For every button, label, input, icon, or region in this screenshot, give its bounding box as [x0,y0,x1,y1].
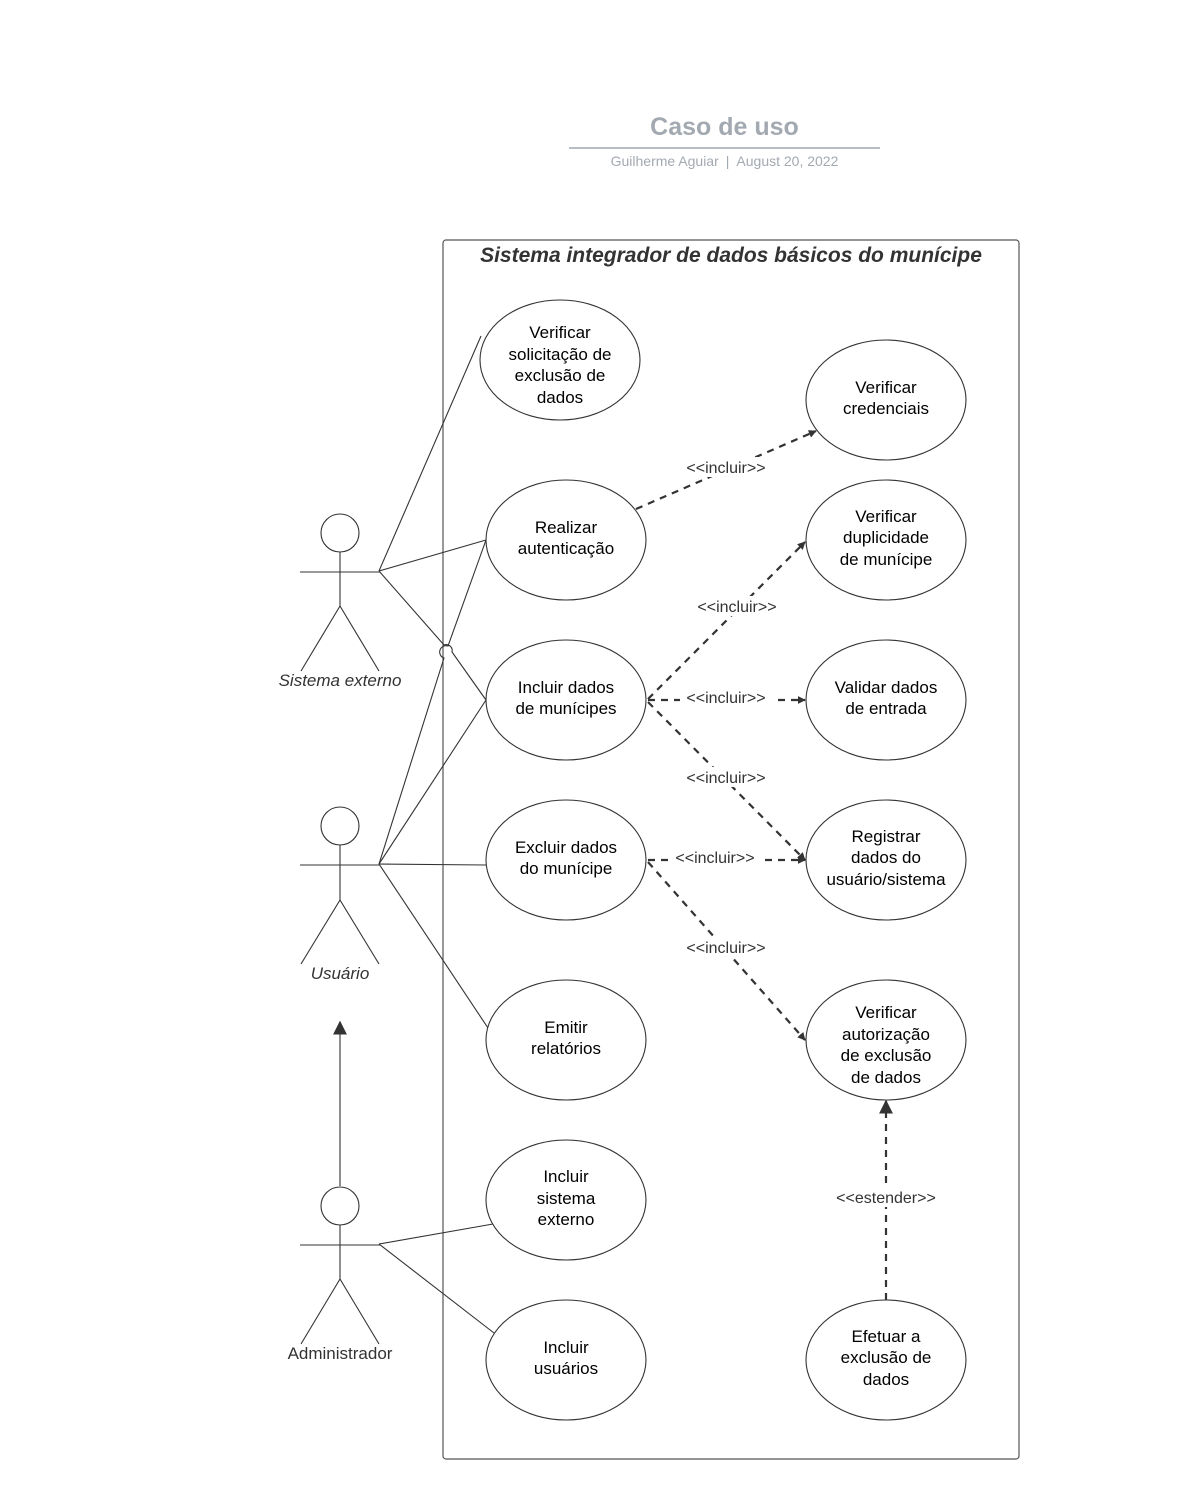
document-title: Caso de uso [650,113,799,141]
use-case-text: credenciais [843,399,929,418]
label-bg [680,767,772,787]
use-case-efetuar-exclusao[interactable]: Efetuar a exclusão de dados [805,1299,967,1421]
dep-incluir-registrar [647,701,806,861]
label-bg [680,938,772,958]
document-date: August 20, 2022 [736,153,839,169]
use-case-text: dados [863,1370,909,1389]
use-case-text: usuários [534,1359,598,1378]
use-case-text: de dados [851,1068,921,1087]
label-efetuar-autorizacao: <<estender>> [836,1190,936,1207]
use-case-text: Verificar [855,507,917,526]
use-case-validar-dados-entrada[interactable]: Validar dados de entrada [805,639,967,761]
use-case-verificar-credenciais[interactable]: Verificar credenciais [805,339,967,461]
label-bg [669,848,761,868]
label-excluir-registrar: <<incluir>> [675,850,754,867]
label-bg [680,688,772,708]
use-case-text: Efetuar a [852,1327,922,1346]
use-case-text: Realizar [535,518,598,537]
use-cases: Verificar solicitação de exclusão de dad… [479,299,967,1421]
use-case-text: Verificar [529,323,591,342]
assoc-admin-incluir-sistema [378,1223,494,1245]
assoc-externo-autenticacao [378,539,487,572]
actor-label-sistema-externo: Sistema externo [279,671,402,690]
use-case-text: Emitir [544,1018,588,1037]
use-case-text: dados [537,388,583,407]
use-case-text: Verificar [855,378,917,397]
use-case-text: exclusão de [515,366,606,385]
use-case-registrar-dados[interactable]: Registrar dados do usuário/sistema [805,799,967,921]
use-case-text: usuário/sistema [826,870,946,889]
assoc-usuario-autenticacao [378,539,487,865]
use-case-text: de munícipes [515,699,616,718]
label-excluir-autorizacao: <<incluir>> [686,940,765,957]
use-case-text: Excluir dados [515,838,617,857]
actor-administrador[interactable] [300,1186,380,1345]
use-case-incluir-sistema-externo[interactable]: Incluir sistema externo [485,1139,647,1261]
document-meta: Guilherme Aguiar | August 20, 2022 [569,153,880,169]
use-case-text: sistema [537,1189,596,1208]
actor-label-usuario: Usuário [311,964,370,983]
use-case-text: exclusão de [841,1348,932,1367]
label-incluir-validar: <<incluir>> [686,690,765,707]
use-case-incluir-usuarios[interactable]: Incluir usuários [485,1299,647,1421]
use-case-excluir-dados-municipe[interactable]: Excluir dados do munícipe [485,799,647,921]
assoc-usuario-excluir-dados [378,863,487,866]
use-case-text: de entrada [845,699,927,718]
label-incluir-duplicidade: <<incluir>> [697,599,776,616]
assoc-externo-verificar-solicitacao [378,335,482,572]
use-case-text: Registrar [852,827,921,846]
associations [378,335,495,1334]
label-incluir-registrar: <<incluir>> [686,770,765,787]
label-auth-credenciais: <<incluir>> [686,460,765,477]
use-case-text: autorização [842,1025,930,1044]
use-case-text: Validar dados [835,678,938,697]
use-case-text: externo [538,1210,595,1229]
use-case-text: de munícipe [840,550,933,569]
use-case-text: Incluir dados [518,678,614,697]
use-case-text: de exclusão [841,1046,932,1065]
use-case-text: duplicidade [843,528,929,547]
dep-incluir-duplicidade [647,541,806,700]
actor-usuario[interactable] [300,806,380,965]
meta-separator: | [725,153,730,169]
assoc-externo-incluir-dados [378,570,487,701]
assoc-usuario-incluir-dados [378,699,487,865]
use-case-realizar-autenticacao[interactable]: Realizar autenticação [485,479,647,601]
assoc-usuario-emitir-relatorios [378,863,489,1029]
title-divider [569,147,880,149]
use-case-verificar-duplicidade[interactable]: Verificar duplicidade de munícipe [805,479,967,601]
actor-label-administrador: Administrador [288,1344,393,1363]
author-name: Guilherme Aguiar [610,153,719,169]
use-case-verificar-autorizacao[interactable]: Verificar autorização de exclusão de dad… [805,979,967,1101]
actor-sistema-externo[interactable] [300,513,380,672]
use-case-text: Incluir [543,1167,589,1186]
use-case-verificar-solicitacao[interactable]: Verificar solicitação de exclusão de dad… [479,299,641,421]
label-bg [680,457,772,477]
assoc-admin-incluir-usuarios [378,1243,495,1334]
use-case-text: Verificar [855,1003,917,1022]
use-case-text: relatórios [531,1039,601,1058]
use-case-emitir-relatorios[interactable]: Emitir relatórios [485,979,647,1101]
diagram-header: Caso de uso Guilherme Aguiar | August 20, … [569,110,880,169]
dep-auth-credenciais [635,429,817,511]
relation-labels: <<incluir>> <<incluir>> <<incluir>> <<in… [669,457,944,1207]
use-case-incluir-dados-municipes[interactable]: Incluir dados de munícipes [485,639,647,761]
use-case-text: dados do [851,848,921,867]
label-bg [691,596,783,616]
use-case-text: Incluir [543,1338,589,1357]
system-title: Sistema integrador de dados básicos do m… [480,244,982,267]
label-bg [828,1187,944,1207]
use-case-text: solicitação de [508,345,611,364]
use-case-text: do munícipe [520,859,613,878]
use-case-text: autenticação [518,539,614,558]
